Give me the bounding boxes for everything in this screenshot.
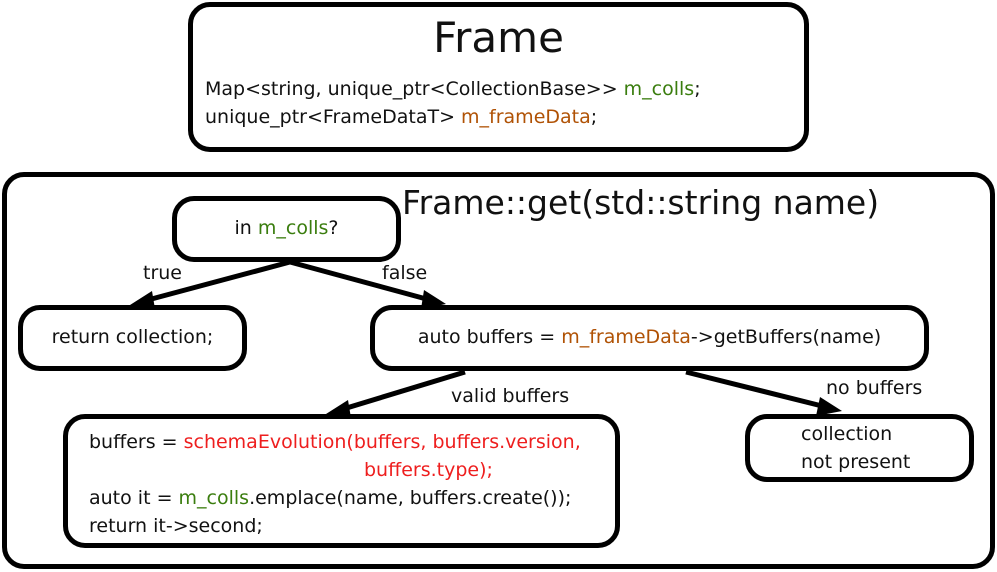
frame-title: Frame <box>433 13 564 62</box>
not-present-line-1: collection <box>801 423 893 445</box>
schema-evolution-node <box>63 414 620 548</box>
emplace-member: m_colls <box>178 487 250 509</box>
get-buffers-node <box>370 305 929 371</box>
buffers-prefix: auto buffers = <box>417 326 562 348</box>
framedata-semicolon: ; <box>590 106 598 128</box>
emplace-suffix: .emplace(name, buffers.create()); <box>249 487 572 509</box>
return-collection-label: return collection; <box>51 326 214 348</box>
edge-label-false: false <box>382 262 428 284</box>
return-collection-node <box>18 305 247 371</box>
arrow-no-buffers-head <box>816 397 842 416</box>
frame-member-colls-decl: Map<string, unique_ptr<CollectionBase>> … <box>205 77 701 101</box>
evolve-line-1: buffers = schemaEvolution(buffers, buffe… <box>89 430 581 454</box>
check-suffix: ? <box>328 217 339 239</box>
in-colls-check-node <box>172 196 401 262</box>
arrow-true-head <box>130 291 155 309</box>
arrow-false-head <box>421 290 446 309</box>
edge-label-true: true <box>143 262 182 284</box>
emplace-prefix: auto it = <box>89 487 179 509</box>
get-buffers-label: auto buffers = m_frameData->getBuffers(n… <box>370 325 929 349</box>
arrow-true <box>143 259 291 304</box>
colls-semicolon: ; <box>694 78 701 100</box>
in-colls-check-label: in m_colls? <box>172 216 401 240</box>
colls-member-name: m_colls <box>623 78 695 100</box>
edge-label-no-buffers: no buffers <box>826 377 923 399</box>
not-present-node <box>745 414 974 482</box>
arrow-no-buffers <box>685 369 827 410</box>
edge-label-valid-buffers: valid buffers <box>451 385 570 407</box>
evolve-line-3: auto it = m_colls.emplace(name, buffers.… <box>89 486 571 510</box>
evolve-line-4: return it->second; <box>89 515 263 537</box>
check-prefix: in <box>234 217 258 239</box>
evolve-line-2: buffers.type); <box>364 459 493 481</box>
arrow-valid-buffers <box>339 369 466 413</box>
schema-evolution-call: schemaEvolution(buffers, buffers.version… <box>183 431 581 453</box>
framedata-type: unique_ptr<FrameDataT> <box>205 106 462 128</box>
frame-class-box <box>188 2 809 152</box>
buffers-suffix: ->getBuffers(name) <box>690 326 882 348</box>
buffers-member: m_frameData <box>561 326 691 348</box>
framedata-member-name: m_frameData <box>461 106 591 128</box>
check-member: m_colls <box>257 217 329 239</box>
get-method-title: Frame::get(std::string name) <box>402 183 880 222</box>
arrow-false <box>289 259 431 303</box>
evolve-assign: buffers = <box>89 431 184 453</box>
colls-type: Map<string, unique_ptr<CollectionBase>> <box>205 78 624 100</box>
not-present-line-2: not present <box>801 451 911 473</box>
frame-member-framedata-decl: unique_ptr<FrameDataT> m_frameData; <box>205 105 597 129</box>
arrow-valid-head <box>326 400 351 418</box>
